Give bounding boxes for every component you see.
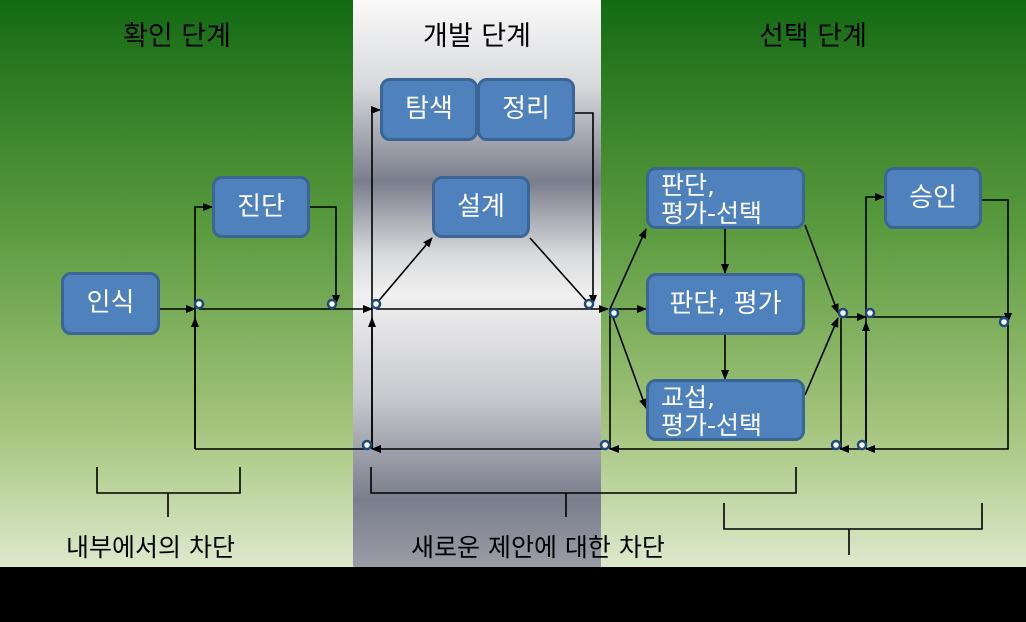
label-internal-block: 내부에서의 차단 — [66, 533, 235, 562]
box-recognition: 인식 — [61, 272, 160, 335]
label-proposal-block: 새로운 제안에 대한 차단 — [411, 533, 665, 562]
proposal-block-bracket — [370, 467, 797, 517]
box-judge-evaluate: 판단, 평가 — [646, 273, 805, 335]
box-judge-select: 판단, 평가-선택 — [646, 167, 805, 229]
box-negotiate: 교섭, 평가-선택 — [646, 379, 805, 441]
box-approval: 승인 — [884, 167, 982, 229]
box-design: 설계 — [432, 176, 530, 238]
box-judge-select-line2: 평가-선택 — [661, 198, 763, 228]
box-arrange: 정리 — [477, 78, 575, 141]
identification-phase-background — [0, 0, 353, 567]
box-judge-select-line1: 판단, — [661, 171, 715, 200]
box-negotiate-line1: 교섭, — [661, 383, 715, 412]
phase-title-development: 개발 단계 — [423, 21, 531, 52]
phase-title-selection: 선택 단계 — [759, 21, 867, 52]
internal-block-bracket — [96, 467, 241, 517]
box-negotiate-line2: 평가-선택 — [661, 410, 763, 440]
phase-title-identification: 확인 단계 — [123, 21, 231, 52]
selection-bracket — [723, 503, 983, 555]
box-diagnosis: 진단 — [212, 176, 310, 238]
box-search: 탐색 — [380, 78, 478, 141]
